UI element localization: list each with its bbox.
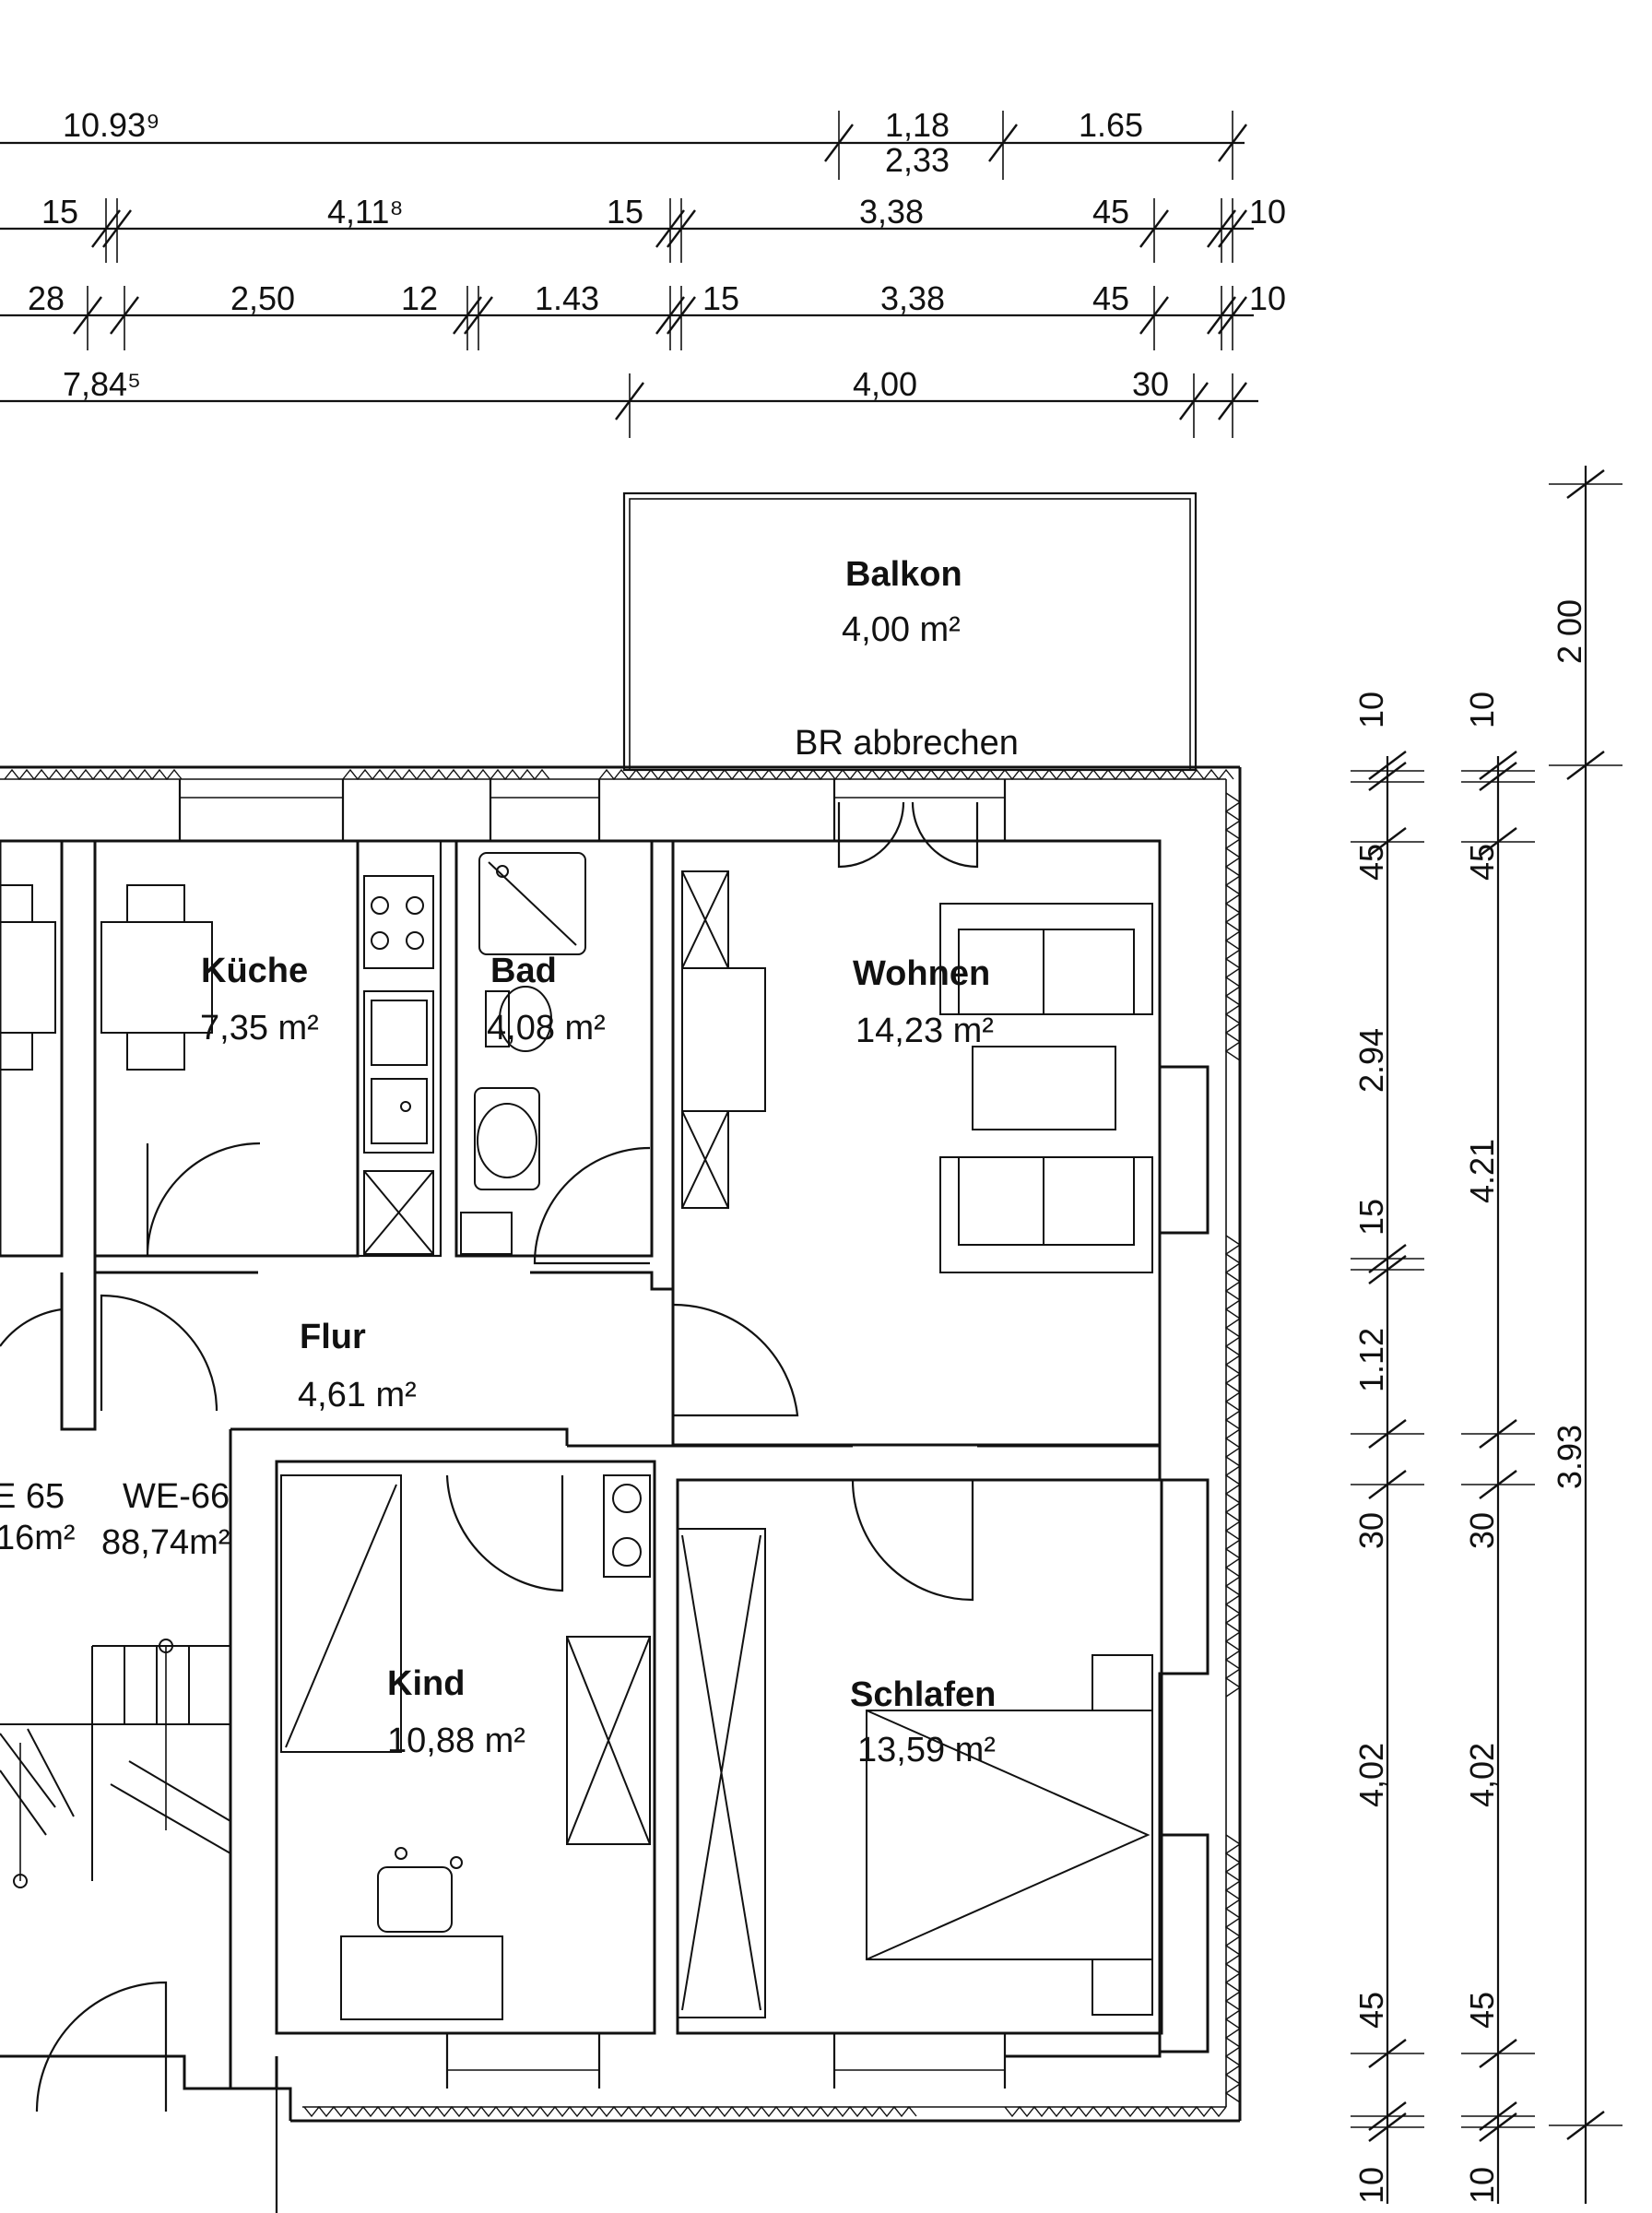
dim-row3-c: 12 bbox=[401, 279, 438, 317]
dim-row3-a: 28 bbox=[28, 279, 65, 317]
furniture bbox=[0, 852, 1153, 2020]
dim-right1-b: 45 bbox=[1352, 844, 1390, 881]
dim-row1-total: 10.93⁹ bbox=[63, 106, 160, 144]
unit-area-we65: 16m² bbox=[0, 1519, 76, 1557]
dim-row2-f: 10 bbox=[1249, 193, 1286, 231]
room-area-schlafen: 13,59 m² bbox=[857, 1731, 996, 1769]
room-area-balkon: 4,00 m² bbox=[842, 610, 961, 649]
dim-right2-a: 10 bbox=[1463, 692, 1501, 728]
room-area-flur: 4,61 m² bbox=[298, 1376, 417, 1414]
dim-row3-b: 2,50 bbox=[230, 279, 295, 317]
room-area-kind: 10,88 m² bbox=[387, 1722, 525, 1760]
dim-right2-e: 4,02 bbox=[1463, 1743, 1501, 1807]
right-dimension-chains: 10 45 2.94 15 1.12 30 4,02 45 10 bbox=[1351, 466, 1622, 2204]
dim-right2-b: 45 bbox=[1463, 844, 1501, 881]
dim-right2-d: 30 bbox=[1463, 1512, 1501, 1549]
dim-row2-c: 15 bbox=[607, 193, 643, 231]
doors bbox=[0, 801, 979, 2112]
dim-right1-i: 10 bbox=[1352, 2167, 1390, 2204]
dim-right1-a: 10 bbox=[1352, 692, 1390, 728]
staircase bbox=[0, 1639, 231, 1888]
dim-right1-c: 2.94 bbox=[1352, 1028, 1390, 1093]
balcony-note: BR abbrechen bbox=[795, 724, 1019, 763]
dim-right1-h: 45 bbox=[1352, 1992, 1390, 2029]
dim-right3-a: 2 00 bbox=[1551, 599, 1588, 664]
dim-row2-e: 45 bbox=[1092, 193, 1129, 231]
dim-row4-a: 7,84⁵ bbox=[63, 365, 141, 403]
room-name-kind: Kind bbox=[387, 1664, 465, 1703]
dim-right1-g: 4,02 bbox=[1352, 1743, 1390, 1807]
room-name-kueche: Küche bbox=[201, 952, 308, 990]
dim-right1-e: 1.12 bbox=[1352, 1328, 1390, 1392]
dim-row3-f: 3,38 bbox=[880, 279, 945, 317]
dim-row3-d: 1.43 bbox=[535, 279, 599, 317]
dim-row1-a: 1,18 bbox=[885, 106, 950, 144]
balcony: Balkon 4,00 m² BR abbrechen bbox=[622, 491, 1198, 772]
dim-row3-e: 15 bbox=[702, 279, 739, 317]
room-name-schlafen: Schlafen bbox=[850, 1675, 996, 1714]
dim-right1-f: 30 bbox=[1352, 1512, 1390, 1549]
dim-row1-c: 1.65 bbox=[1079, 106, 1143, 144]
room-area-kueche: 7,35 m² bbox=[200, 1009, 319, 1047]
dim-right2-g: 10 bbox=[1463, 2167, 1501, 2204]
room-name-wohnen: Wohnen bbox=[853, 954, 990, 993]
unit-label-we66: WE-66 bbox=[123, 1477, 230, 1516]
top-dimension-chains: 10.93⁹ 1,18 2,33 1.65 15 4,11⁸ 15 3,38 4… bbox=[0, 106, 1286, 438]
dim-right1-d: 15 bbox=[1352, 1199, 1390, 1236]
room-labels: Küche 7,35 m² Bad 4,08 m² Wohnen 14,23 m… bbox=[0, 952, 996, 1769]
dim-row4-c: 30 bbox=[1132, 365, 1169, 403]
dim-row4-b: 4,00 bbox=[853, 365, 917, 403]
dim-row1-b: 2,33 bbox=[885, 141, 950, 179]
dim-row3-h: 10 bbox=[1249, 279, 1286, 317]
dim-right2-f: 45 bbox=[1463, 1992, 1501, 2029]
room-name-balkon: Balkon bbox=[845, 555, 962, 594]
dim-row2-b: 4,11⁸ bbox=[327, 193, 404, 231]
unit-area-we66: 88,74m² bbox=[101, 1523, 230, 1562]
exterior-walls bbox=[0, 765, 1242, 2123]
unit-label-we65: E 65 bbox=[0, 1477, 65, 1516]
room-name-bad: Bad bbox=[490, 952, 557, 990]
dim-row3-g: 45 bbox=[1092, 279, 1129, 317]
room-area-wohnen: 14,23 m² bbox=[856, 1012, 994, 1050]
dim-row2-a: 15 bbox=[41, 193, 78, 231]
dim-right2-c: 4.21 bbox=[1463, 1139, 1501, 1203]
dim-row2-d: 3,38 bbox=[859, 193, 924, 231]
room-area-bad: 4,08 m² bbox=[487, 1009, 606, 1047]
room-name-flur: Flur bbox=[300, 1318, 366, 1356]
dim-right3-b: 3.93 bbox=[1551, 1425, 1588, 1489]
